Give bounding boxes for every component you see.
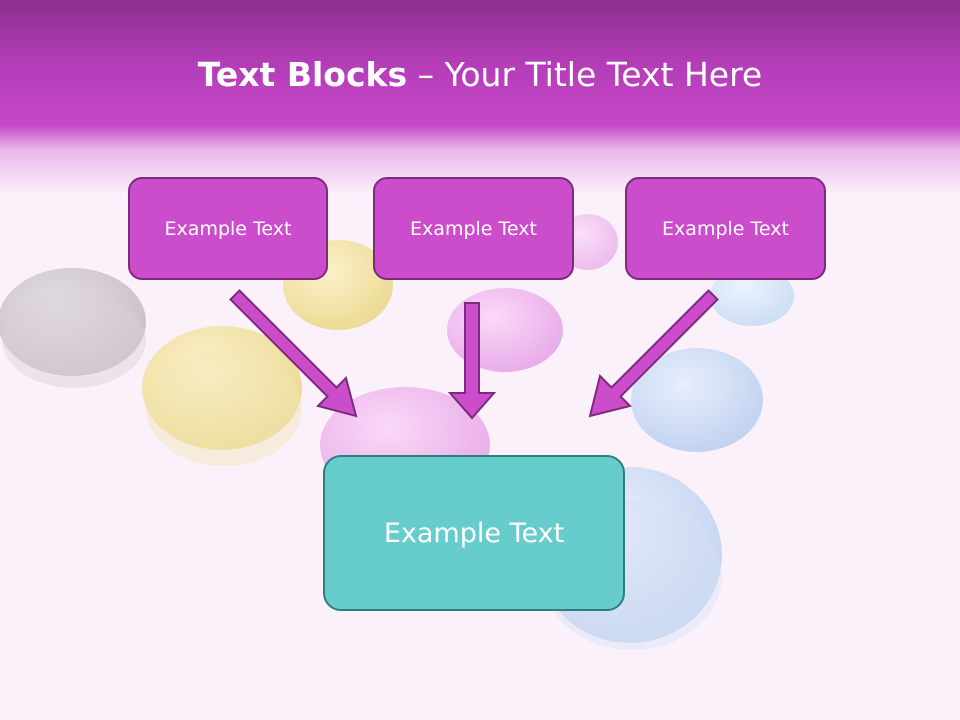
text-block-2: Example Text: [373, 177, 574, 280]
center-text-block-label: Example Text: [383, 517, 565, 549]
arrow-middle: [447, 302, 497, 420]
text-block-1-label: Example Text: [164, 217, 292, 240]
title-rest: – Your Title Text Here: [407, 55, 763, 94]
text-block-3-label: Example Text: [662, 217, 789, 240]
title-bold: Text Blocks: [197, 55, 408, 94]
arrow-right: [588, 289, 719, 418]
text-block-2-label: Example Text: [410, 217, 537, 240]
page-title: Text Blocks – Your Title Text Here: [0, 52, 960, 98]
text-block-3: Example Text: [625, 177, 826, 280]
text-block-1: Example Text: [128, 177, 328, 280]
center-text-block: Example Text: [323, 455, 625, 611]
arrow-left: [229, 289, 358, 418]
title-banner: [0, 0, 960, 200]
